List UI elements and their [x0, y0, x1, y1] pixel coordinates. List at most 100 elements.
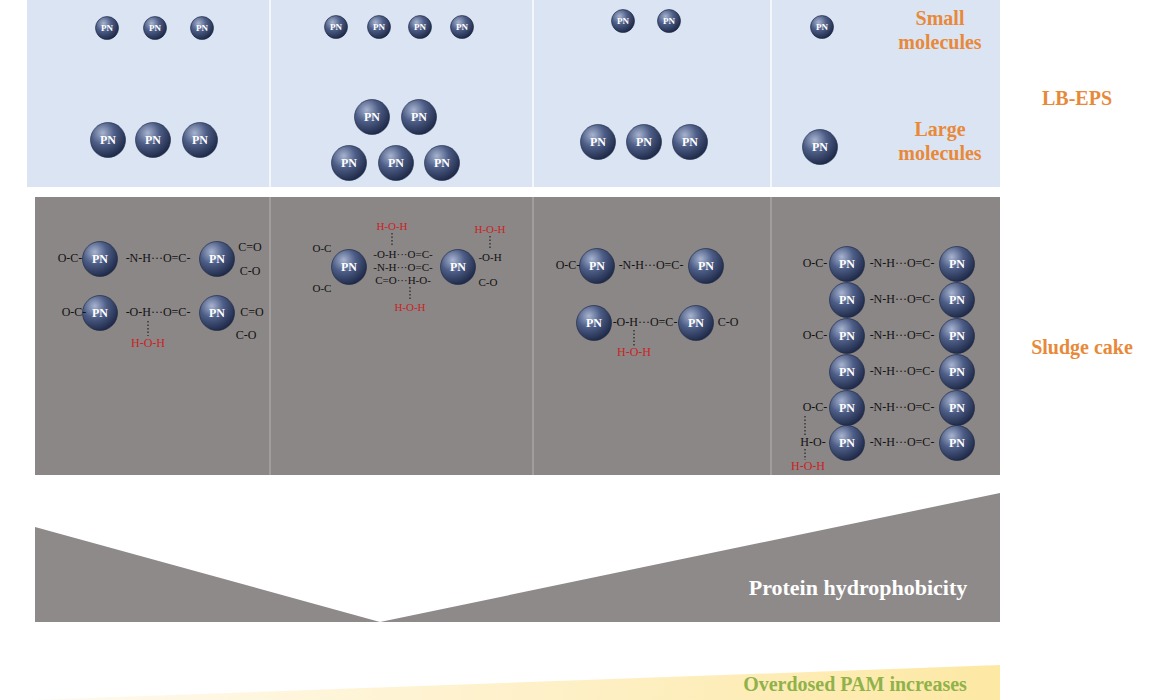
protein-sphere: PN [424, 145, 460, 181]
column-dividers [270, 0, 771, 187]
sphere-label: PN [324, 15, 348, 39]
hydrogen-bond-lines [148, 233, 805, 460]
sphere-label: PN [408, 15, 432, 39]
protein-sphere: PN [199, 295, 235, 331]
protein-sphere: PN [82, 241, 118, 277]
protein-sphere: PN [580, 124, 616, 160]
protein-sphere: PN [199, 241, 235, 277]
sphere-label: PN [367, 15, 391, 39]
protein-sphere: PN [401, 99, 437, 135]
protein-sphere: PN [324, 15, 348, 39]
trend-label: Protein hydrophobicity [749, 575, 968, 601]
water-molecule: H-O-H [617, 346, 651, 359]
bond-label: -N-H···O=C- [870, 401, 935, 414]
sphere-label: PN [182, 122, 218, 158]
sludge-cake-band: Sludge cakePNPNPNPNPNPNPNPNPNPNPNPNPNPNP… [35, 197, 1000, 475]
water-molecule: H-O-H [376, 220, 407, 232]
bond-label: -N-H···O=C- [870, 436, 935, 449]
sphere-label: PN [657, 9, 681, 33]
sphere-label: PN [576, 305, 612, 341]
sphere-label: PN [424, 145, 460, 181]
sphere-label: PN [829, 246, 865, 282]
sphere-label: PN [810, 15, 834, 39]
protein-sphere: PN [143, 16, 167, 40]
sphere-label: PN [579, 248, 615, 284]
hydrophobicity-wedge: Protein hydrophobicity [35, 493, 1000, 622]
sphere-label: PN [939, 425, 975, 461]
protein-sphere: PN [450, 15, 474, 39]
protein-sphere: PN [829, 425, 865, 461]
sphere-label: PN [331, 249, 367, 285]
sphere-label: PN [354, 99, 390, 135]
protein-sphere: PN [802, 129, 838, 165]
bond-label: C=O···H-O- [375, 274, 431, 286]
sphere-label: PN [190, 16, 214, 40]
protein-sphere: PN [829, 318, 865, 354]
bond-label: -N-H···O=C- [870, 293, 935, 306]
sphere-label: PN [95, 16, 119, 40]
sphere-label: PN [939, 318, 975, 354]
sphere-label: PN [829, 318, 865, 354]
sphere-label: PN [829, 390, 865, 426]
row-heading: Small molecules [880, 6, 1000, 54]
sphere-label: PN [135, 122, 171, 158]
bond-label: -N-H···O=C- [373, 261, 432, 273]
bond-label: C-O [240, 265, 261, 278]
protein-sphere: PN [829, 354, 865, 390]
bond-label: -O-H···O=C- [126, 306, 191, 319]
protein-sphere: PN [190, 16, 214, 40]
sphere-label: PN [90, 122, 126, 158]
water-molecule: H-O-H [474, 223, 505, 235]
bond-label: -O-H [478, 251, 501, 263]
bond-label: C-O [479, 276, 498, 288]
protein-sphere: PN [90, 122, 126, 158]
protein-sphere: PN [829, 246, 865, 282]
bond-label: -O-H···O=C- [613, 316, 678, 329]
lb-eps-ground [27, 0, 1000, 187]
protein-sphere: PN [626, 124, 662, 160]
bond-label: O-C- [803, 257, 828, 270]
sphere-label: PN [829, 425, 865, 461]
bond-label: O-C- [62, 306, 87, 319]
bond-label: O-C- [803, 401, 828, 414]
sphere-label: PN [678, 305, 714, 341]
bond-label: C-O [718, 316, 739, 329]
sludge-ground [35, 197, 1000, 475]
row-heading: Large molecules [880, 117, 1000, 165]
bond-label: O-C [313, 242, 332, 254]
protein-sphere: PN [829, 390, 865, 426]
sphere-label: PN [378, 145, 414, 181]
sphere-label: PN [82, 295, 118, 331]
sphere-label: PN [611, 9, 635, 33]
sphere-label: PN [829, 282, 865, 318]
sphere-label: PN [939, 354, 975, 390]
bond-label: -O-H···O=C- [373, 248, 432, 260]
protein-sphere: PN [440, 249, 476, 285]
sphere-label: PN [829, 354, 865, 390]
protein-sphere: PN [939, 282, 975, 318]
protein-sphere: PN [672, 124, 708, 160]
bond-label: -N-H···O=C- [870, 365, 935, 378]
sphere-label: PN [939, 390, 975, 426]
bond-label: O-C- [58, 252, 83, 265]
sphere-label: PN [401, 99, 437, 135]
sphere-label: PN [672, 124, 708, 160]
bond-label: -N-H···O=C- [870, 257, 935, 270]
sphere-label: PN [199, 241, 235, 277]
bond-label: C=O [238, 241, 261, 254]
bond-label: -N-H···O=C- [619, 259, 684, 272]
sphere-label: PN [82, 241, 118, 277]
hydrophobicity-wedge-shape [35, 493, 1000, 622]
sphere-label: PN [143, 16, 167, 40]
water-molecule: H-O-H [131, 337, 165, 350]
protein-sphere: PN [135, 122, 171, 158]
pam-wedge: Overdosed PAM increases [35, 660, 1000, 700]
protein-sphere: PN [367, 15, 391, 39]
protein-sphere: PN [331, 145, 367, 181]
bond-label: O-C [313, 282, 332, 294]
protein-sphere: PN [939, 390, 975, 426]
protein-sphere: PN [688, 248, 724, 284]
